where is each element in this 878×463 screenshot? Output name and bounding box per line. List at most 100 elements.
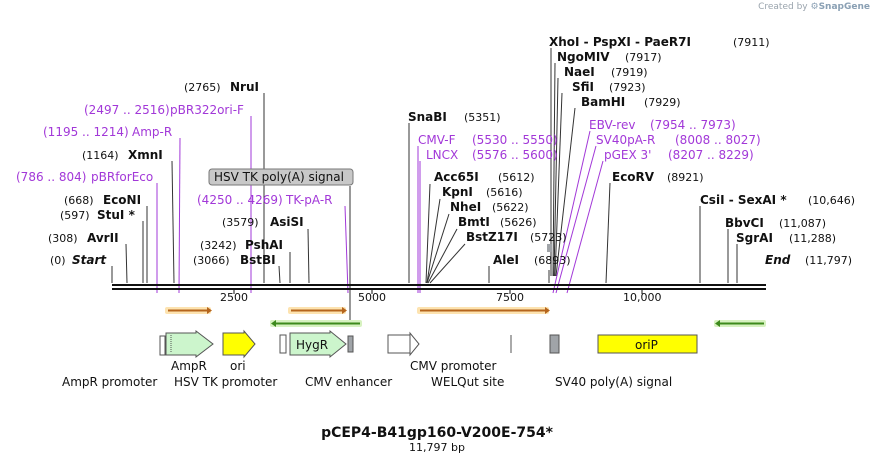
label-hsv-tk-promoter: HSV TK promoter [174,375,277,389]
tick-5000: 5000 [358,291,386,304]
start-label: Start [72,253,107,267]
backbone [112,284,766,294]
credit-brand: SnapGene [818,2,870,12]
cmv-feature [387,331,420,357]
label-ori: ori [230,359,246,373]
enzyme-pshai-pos: (3242) [200,239,237,252]
primer-cmv-f-range: (5530 .. 5550) [472,133,558,147]
primer-arrows [165,307,766,327]
primer-leaders [156,116,604,294]
enzyme-avrii: AvrII [87,231,119,245]
enzyme-ecorv: EcoRV [612,170,655,184]
ampr-promoter-feature [159,335,166,356]
enzyme-bbvci: BbvCI [725,216,764,230]
label-cmv-promoter: CMV promoter [410,359,497,373]
snapgene-credit: Created by ⚙SnapGene [758,2,870,12]
label-sv40-polya: SV40 poly(A) signal [555,375,672,389]
enzyme-csii-pos: (10,646) [808,194,855,207]
enzyme-naei-pos: (7919) [611,66,648,79]
primer-tk-pa-r: TK-pA-R [285,193,333,207]
enzyme-stui: StuI * [97,208,136,222]
primer-tk-pa-r-range: (4250 .. 4269) [197,193,283,207]
primer-sv40pa-r: SV40pA-R [596,133,655,147]
enzyme-bmti: BmtI [458,215,490,229]
enzyme-sgrai-pos: (11,288) [789,232,836,245]
enzyme-acc65i: Acc65I [434,170,479,184]
primer-amp-r: Amp-R [132,125,172,139]
primer-pbrforeco-range: (786 .. 804) [16,170,86,184]
orip-feature [597,334,698,354]
map-subtitle: 11,797 bp [409,441,465,454]
enzyme-xhoi-pos: (7911) [733,36,770,49]
primer-ebv-rev: EBV-rev [589,118,635,132]
enzyme-ecorv-pos: (8921) [667,171,704,184]
map-title: pCEP4-B41gp160-V200E-754* [321,425,554,441]
tick-10000: 10,000 [623,291,662,304]
sv40-polya-feature [549,334,560,354]
enzyme-nhei: NheI [450,200,481,214]
green-arrow-1 [270,320,362,327]
enzyme-ngomiv: NgoMIV [557,50,610,64]
primer-ebv-rev-range: (7954 .. 7973) [650,118,736,132]
enzyme-econi-pos: (668) [64,194,94,207]
hsv-tk-promoter-feature [279,334,287,354]
ori-feature [222,329,256,359]
primer-amp-r-range: (1195 .. 1214) [43,125,129,139]
hygr-feature [289,329,347,359]
enzyme-naei: NaeI [564,65,595,79]
enzyme-alei-pos: (6893) [534,254,571,267]
primer-labels: (2497 .. 2516) pBR322ori-F (1195 .. 1214… [16,103,761,207]
enzyme-bstz17i-pos: (5723) [530,231,567,244]
primer-pgex3-range: (8207 .. 8229) [668,148,754,162]
enzyme-snabi: SnaBI [408,110,447,124]
enzyme-bstbi: BstBI [240,253,276,267]
scale-ticks: 2500 5000 7500 10,000 [220,291,662,304]
enzyme-nrui: NruI [230,80,259,94]
enzyme-bbvci-pos: (11,087) [779,217,826,230]
end-label: End [765,253,791,267]
enzyme-econi: EcoNI [103,193,141,207]
label-ampr: AmpR [171,359,207,373]
label-welqut-site: WELQut site [431,375,504,389]
enzyme-sfii: SfiI [572,80,594,94]
enzyme-asisi-pos: (3579) [222,216,259,229]
green-arrow-2 [714,320,766,327]
enzyme-labels: XhoI - PspXI - PaeR7I (7911) NgoMIV (791… [48,35,855,267]
hsv-tk-polya-label-box: HSV TK poly(A) signal [208,168,354,186]
primer-lncx-range: (5576 .. 5600) [472,148,558,162]
enzyme-stui-pos: (597) [60,209,90,222]
enzyme-sgrai: SgrAI [736,231,773,245]
enzyme-csii: CsiI - SexAI * [700,193,787,207]
label-ampr-promoter: AmpR promoter [62,375,157,389]
enzyme-nhei-pos: (5622) [492,201,529,214]
enzyme-avrii-pos: (308) [48,232,78,245]
enzyme-bstz17i: BstZ17I [466,230,518,244]
features [159,329,698,359]
credit-prefix: Created by [758,2,808,12]
enzyme-asisi: AsiSI [270,215,304,229]
feature-labels: AmpR ori HygR oriP AmpR promoter HSV TK … [62,338,672,389]
label-cmv-enhancer: CMV enhancer [305,375,392,389]
enzyme-xmni: XmnI [128,148,163,162]
enzyme-ngomiv-pos: (7917) [625,51,662,64]
ampr-feature [165,329,214,359]
hsv-polya-feature [347,335,354,353]
enzyme-nrui-pos: (2765) [184,81,221,94]
site-marker [547,244,552,252]
label-orip: oriP [635,338,658,352]
leader-lines [111,48,738,327]
tick-7500: 7500 [496,291,524,304]
enzyme-snabi-pos: (5351) [464,111,501,124]
primer-pbrforeco: pBRforEco [91,170,153,184]
end-pos: (11,797) [805,254,852,267]
enzyme-sfii-pos: (7923) [609,81,646,94]
enzyme-kpni-pos: (5616) [486,186,523,199]
enzyme-bstbi-pos: (3066) [193,254,230,267]
tick-2500: 2500 [220,291,248,304]
orange-arrow-2 [288,307,347,314]
primer-cmv-f: CMV-F [418,133,456,147]
enzyme-bamhi: BamHI [581,95,625,109]
enzyme-xmni-pos: (1164) [82,149,119,162]
label-hygr: HygR [296,338,328,352]
